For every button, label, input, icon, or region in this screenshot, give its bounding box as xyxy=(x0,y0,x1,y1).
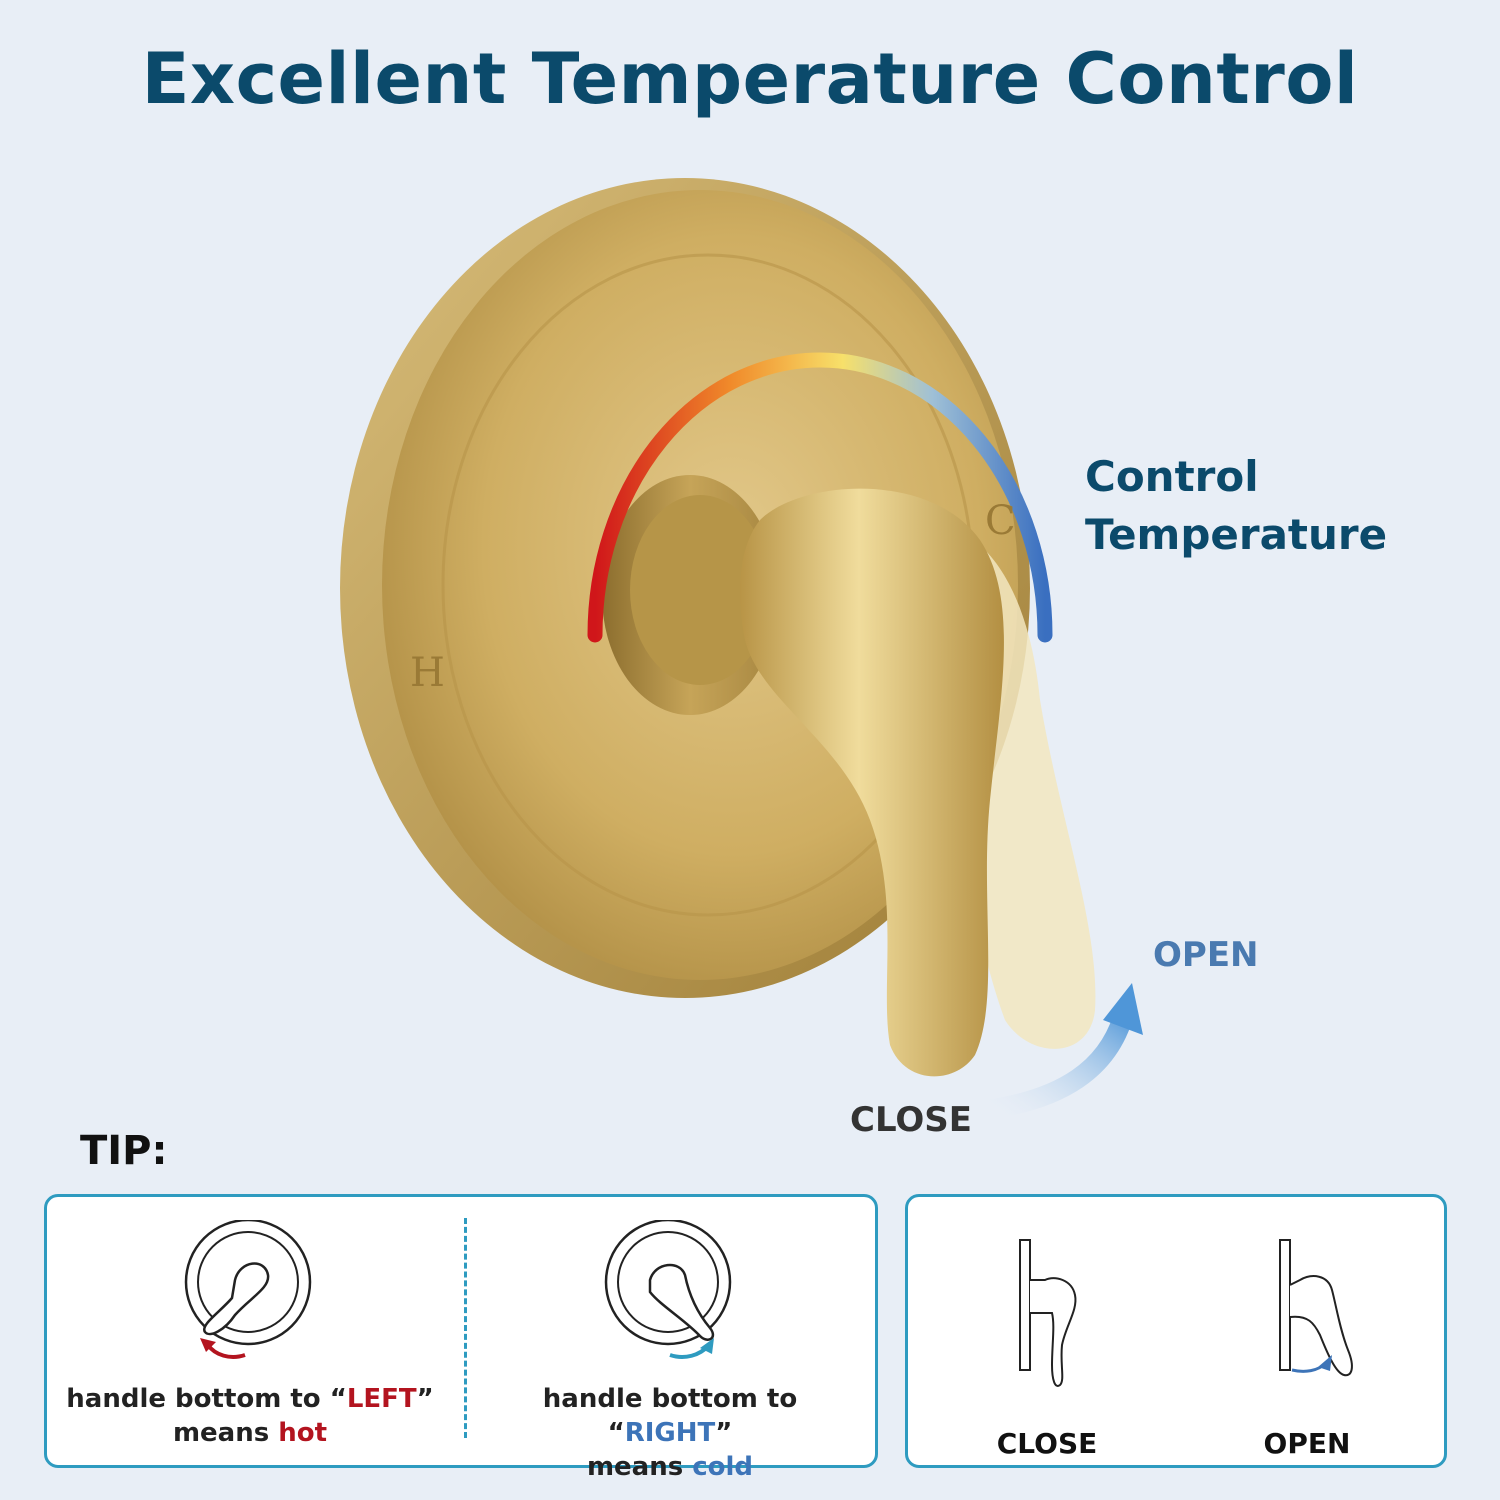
cold-marker: C xyxy=(985,498,1016,544)
control-temperature-label: Control Temperature xyxy=(1085,448,1387,564)
tip-right-result: cold xyxy=(692,1452,754,1482)
tip-right-text: handle bottom to “RIGHT” means cold xyxy=(480,1382,860,1484)
tip-left-result: hot xyxy=(278,1418,328,1448)
tip-card-open-close xyxy=(905,1194,1447,1468)
tip-left-suffix: ” xyxy=(416,1384,434,1414)
rotate-arrow-icon xyxy=(983,1007,1135,1120)
tip-right-means: means xyxy=(586,1452,693,1482)
hot-marker: H xyxy=(410,650,445,696)
control-label-line2: Temperature xyxy=(1085,510,1388,559)
tip-right-suffix: ” xyxy=(715,1418,733,1448)
tip-card-direction xyxy=(44,1194,878,1468)
tip-close-label: CLOSE xyxy=(996,1427,1098,1460)
handle-right-icon xyxy=(604,1220,732,1359)
control-label-line1: Control xyxy=(1085,452,1259,501)
tip-heading: TIP: xyxy=(80,1128,168,1174)
divider xyxy=(464,1218,467,1438)
tip-left-direction: LEFT xyxy=(346,1384,417,1414)
handle-open-diagram-icon xyxy=(1279,1239,1353,1377)
temperature-arc-icon xyxy=(587,352,1053,643)
tip-open-label: OPEN xyxy=(1263,1427,1351,1460)
tip-left-text: handle bottom to “LEFT” means hot xyxy=(60,1382,440,1450)
handle-close-diagram-icon xyxy=(1019,1239,1077,1387)
open-label: OPEN xyxy=(1153,935,1259,975)
valve-trim-icon xyxy=(340,178,1143,1120)
close-label: CLOSE xyxy=(850,1100,973,1140)
tip-right-direction: RIGHT xyxy=(624,1418,716,1448)
page-title: Excellent Temperature Control xyxy=(141,38,1359,120)
tip-right-prefix: handle bottom to “ xyxy=(542,1384,798,1448)
tip-left-means: means xyxy=(172,1418,279,1448)
handle-left-icon xyxy=(184,1220,312,1359)
tip-left-prefix: handle bottom to “ xyxy=(66,1384,347,1414)
